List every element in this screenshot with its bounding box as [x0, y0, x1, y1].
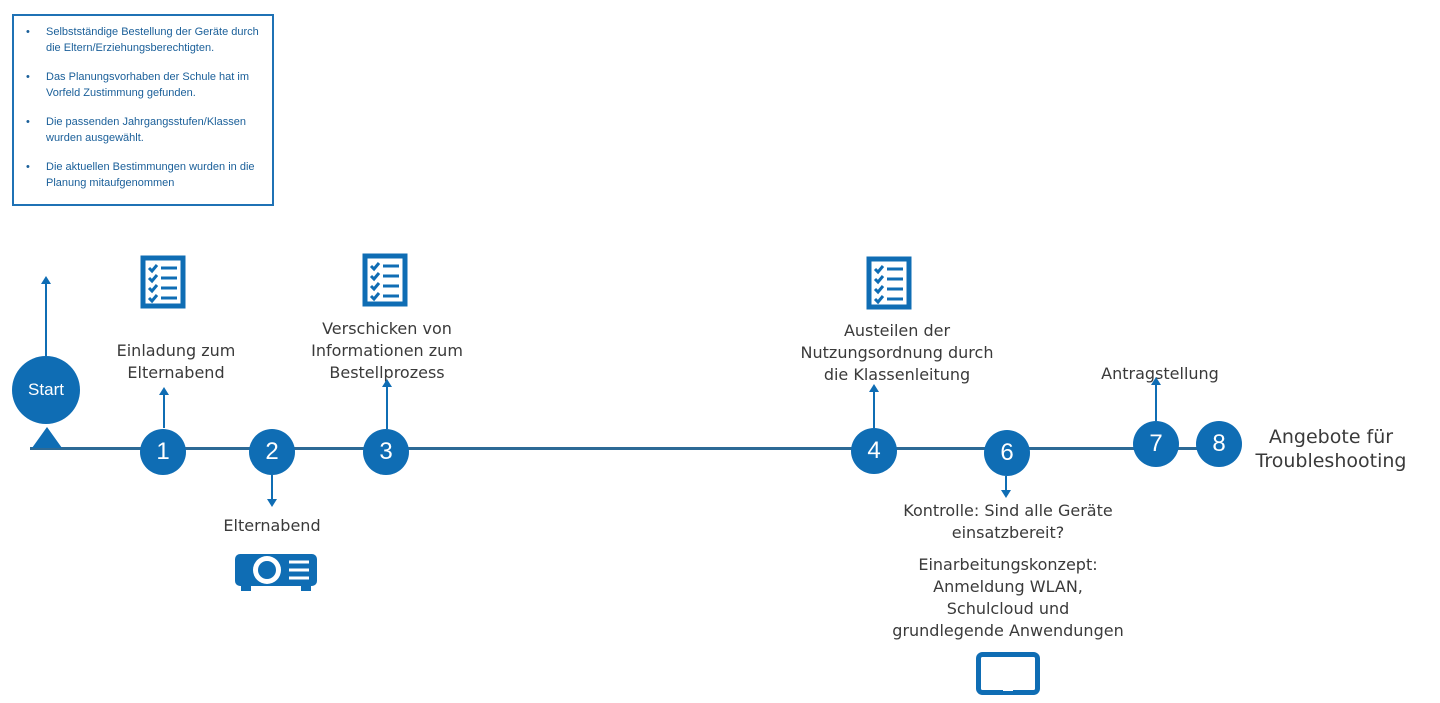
step-8-circle: 8 [1196, 421, 1242, 467]
step-4-circle: 4 [851, 428, 897, 474]
start-circle: Start [12, 356, 80, 424]
step-6-arrow [1001, 476, 1011, 498]
start-arrow [41, 276, 51, 356]
step-6-circle: 6 [984, 430, 1030, 476]
step-6-check-line: Kontrolle: Sind alle Geräte [903, 501, 1113, 520]
step-8-label-line: Troubleshooting [1255, 450, 1407, 472]
step-8-label-line: Angebote für [1268, 426, 1394, 448]
step-3-label-line: Informationen zum [311, 341, 463, 360]
timeline-line [30, 447, 1215, 450]
precondition-item: Selbstständige Bestellung der Geräte dur… [26, 24, 262, 56]
step-1-circle: 1 [140, 429, 186, 475]
step-6-concept-line: Schulcloud und [946, 599, 1070, 618]
step-4-arrow [869, 384, 879, 428]
tablet-icon [976, 652, 1040, 695]
step-1-label-line: Einladung zum [116, 341, 236, 360]
step-4-label-line: Austeilen der [843, 321, 951, 340]
checklist-icon [362, 253, 408, 307]
step-7-circle: 7 [1133, 421, 1179, 467]
step-2-arrow [267, 475, 277, 507]
checklist-icon [866, 256, 912, 310]
step-3-arrow [382, 379, 392, 429]
step-6-concept-line: Einarbeitungskonzept: [918, 555, 1098, 574]
triangle-marker-icon [32, 427, 62, 448]
step-6-concept-line: grundlegende Anwendungen [892, 621, 1124, 640]
step-4-label-line: die Klassenleitung [823, 365, 971, 384]
step-1-arrow [159, 387, 169, 428]
step-7-label: Antragstellung [1101, 364, 1219, 383]
precondition-item: Die aktuellen Bestimmungen wurden in die… [26, 159, 262, 191]
precondition-item: Das Planungsvorhaben der Schule hat im V… [26, 69, 262, 101]
checklist-icon [140, 255, 186, 309]
step-8-label: Angebote für Troubleshooting [1246, 425, 1416, 473]
step-4-label: Austeilen der Nutzungsordnung durch die … [784, 320, 1010, 386]
step-6-check-line: einsatzbereit? [951, 523, 1065, 542]
step-3-label-line: Bestellprozess [329, 363, 445, 382]
preconditions-list: Selbstständige Bestellung der Geräte dur… [14, 16, 272, 191]
projector-icon [235, 554, 317, 591]
step-6-concept-line: Anmeldung WLAN, [933, 577, 1083, 596]
step-4-label-line: Nutzungsordnung durch [800, 343, 994, 362]
step-3-circle: 3 [363, 429, 409, 475]
step-6-check-label: Kontrolle: Sind alle Geräte einsatzberei… [893, 500, 1123, 544]
step-2-label: Elternabend [223, 516, 321, 535]
step-6-concept-label: Einarbeitungskonzept: Anmeldung WLAN, Sc… [888, 554, 1128, 642]
step-3-label: Verschicken von Informationen zum Bestel… [296, 318, 478, 384]
step-7-arrow [1151, 377, 1161, 421]
step-2-circle: 2 [249, 429, 295, 475]
preconditions-box: Selbstständige Bestellung der Geräte dur… [12, 14, 274, 206]
step-1-label-line: Elternabend [127, 363, 225, 382]
step-3-label-line: Verschicken von [322, 319, 452, 338]
precondition-item: Die passenden Jahrgangsstufen/Klassen wu… [26, 114, 262, 146]
step-1-label: Einladung zum Elternabend [100, 340, 252, 384]
